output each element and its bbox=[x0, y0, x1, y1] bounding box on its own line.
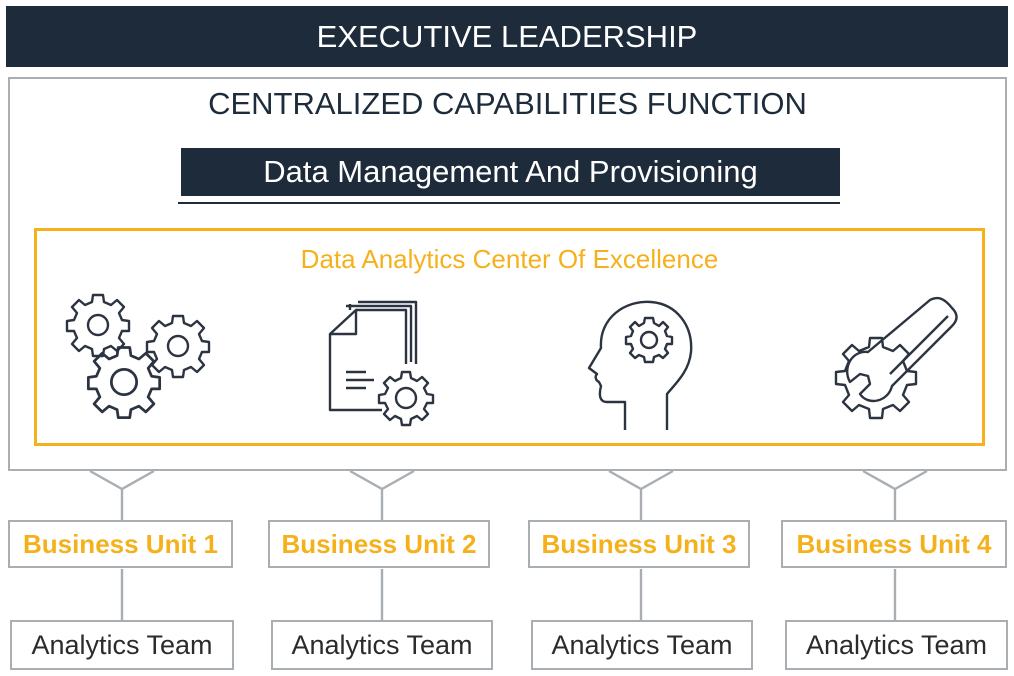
analytics-team-1-label: Analytics Team bbox=[31, 629, 213, 660]
business-unit-4-box: Business Unit 4 bbox=[781, 520, 1007, 568]
connector-bu1 bbox=[89, 469, 155, 620]
business-unit-1-label: Business Unit 1 bbox=[22, 528, 219, 559]
coe-title: Data Analytics Center Of Excellence bbox=[300, 244, 719, 274]
analytics-team-4-label: Analytics Team bbox=[805, 629, 988, 660]
centralized-function-title: CENTRALIZED CAPABILITIES FUNCTION bbox=[208, 86, 807, 121]
document-gear-icon bbox=[328, 300, 435, 427]
business-unit-2-box: Business Unit 2 bbox=[268, 520, 490, 568]
business-unit-3-label: Business Unit 3 bbox=[541, 528, 737, 559]
connector-bu4 bbox=[862, 469, 928, 620]
gears-icon bbox=[65, 293, 211, 420]
analytics-team-2-label: Analytics Team bbox=[291, 629, 473, 660]
centralized-function-frame bbox=[8, 77, 1007, 471]
connector-bu2 bbox=[349, 469, 415, 620]
analytics-team-1-box: Analytics Team bbox=[10, 620, 234, 670]
business-unit-1-box: Business Unit 1 bbox=[8, 520, 233, 568]
analytics-team-4-box: Analytics Team bbox=[785, 620, 1008, 670]
executive-leadership-banner: EXECUTIVE LEADERSHIP bbox=[6, 6, 1008, 67]
data-management-label: Data Management And Provisioning bbox=[263, 154, 758, 189]
data-management-banner: Data Management And Provisioning bbox=[181, 148, 840, 196]
coe-frame bbox=[34, 228, 985, 446]
analytics-team-3-label: Analytics Team bbox=[551, 629, 733, 660]
head-gear-icon bbox=[587, 300, 693, 430]
data-management-underline bbox=[178, 202, 840, 204]
executive-leadership-title: EXECUTIVE LEADERSHIP bbox=[316, 18, 698, 54]
business-unit-3-box: Business Unit 3 bbox=[528, 520, 750, 568]
business-unit-4-label: Business Unit 4 bbox=[796, 528, 992, 559]
wrench-gear-icon bbox=[834, 296, 958, 420]
analytics-team-3-box: Analytics Team bbox=[531, 620, 753, 670]
analytics-team-2-box: Analytics Team bbox=[271, 620, 493, 670]
business-unit-2-label: Business Unit 2 bbox=[281, 528, 477, 559]
connector-bu3 bbox=[608, 469, 674, 620]
